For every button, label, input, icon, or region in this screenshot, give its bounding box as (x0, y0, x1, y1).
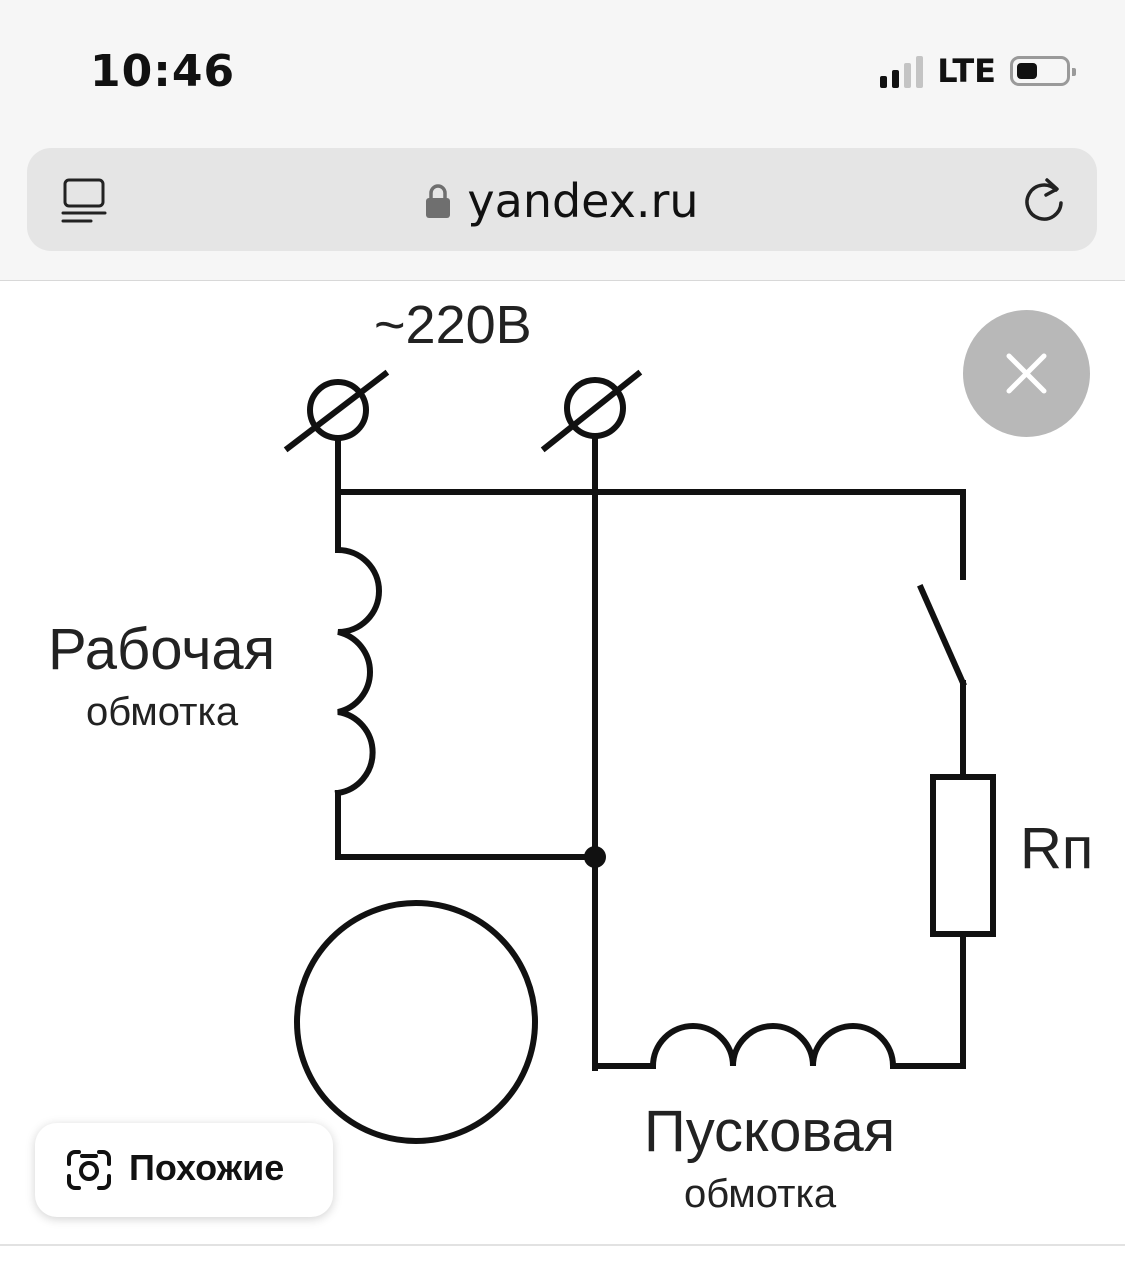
reload-icon[interactable] (1019, 172, 1069, 226)
working-winding-sub: обмотка (86, 690, 239, 734)
network-label: LTE (937, 52, 996, 90)
camera-search-icon (67, 1150, 111, 1190)
similar-images-label: Похожие (129, 1147, 285, 1188)
signal-icon (880, 54, 924, 88)
browser-chrome: 10:46 LTE yandex.ru (0, 0, 1125, 281)
divider (0, 1244, 1125, 1246)
start-winding-title: Пусковая (644, 1099, 895, 1164)
similar-images-button[interactable]: Похожие (35, 1123, 333, 1217)
address-bar[interactable]: yandex.ru (27, 148, 1097, 251)
circuit-diagram: ~220В Рабочая обмотка Rп Пусковая обмотк… (48, 295, 1093, 1216)
status-time: 10:46 (90, 46, 236, 97)
battery-icon (1010, 56, 1076, 86)
switch-contact (917, 584, 967, 687)
resistor (930, 774, 996, 937)
rotor-circle (294, 900, 538, 1144)
junction-dot (584, 846, 606, 868)
voltage-label: ~220В (374, 295, 532, 355)
working-winding-title: Рабочая (48, 617, 275, 682)
url-text[interactable]: yandex.ru (467, 174, 699, 228)
tabs-icon[interactable] (61, 176, 109, 224)
start-winding-sub: обмотка (684, 1172, 837, 1216)
lock-icon (426, 184, 451, 218)
working-winding-coil (334, 546, 382, 797)
start-winding-coil (649, 1023, 897, 1070)
status-indicators: LTE (880, 52, 1076, 90)
close-button[interactable] (963, 310, 1090, 437)
close-icon (1006, 353, 1047, 394)
resistor-label: Rп (1020, 816, 1093, 881)
